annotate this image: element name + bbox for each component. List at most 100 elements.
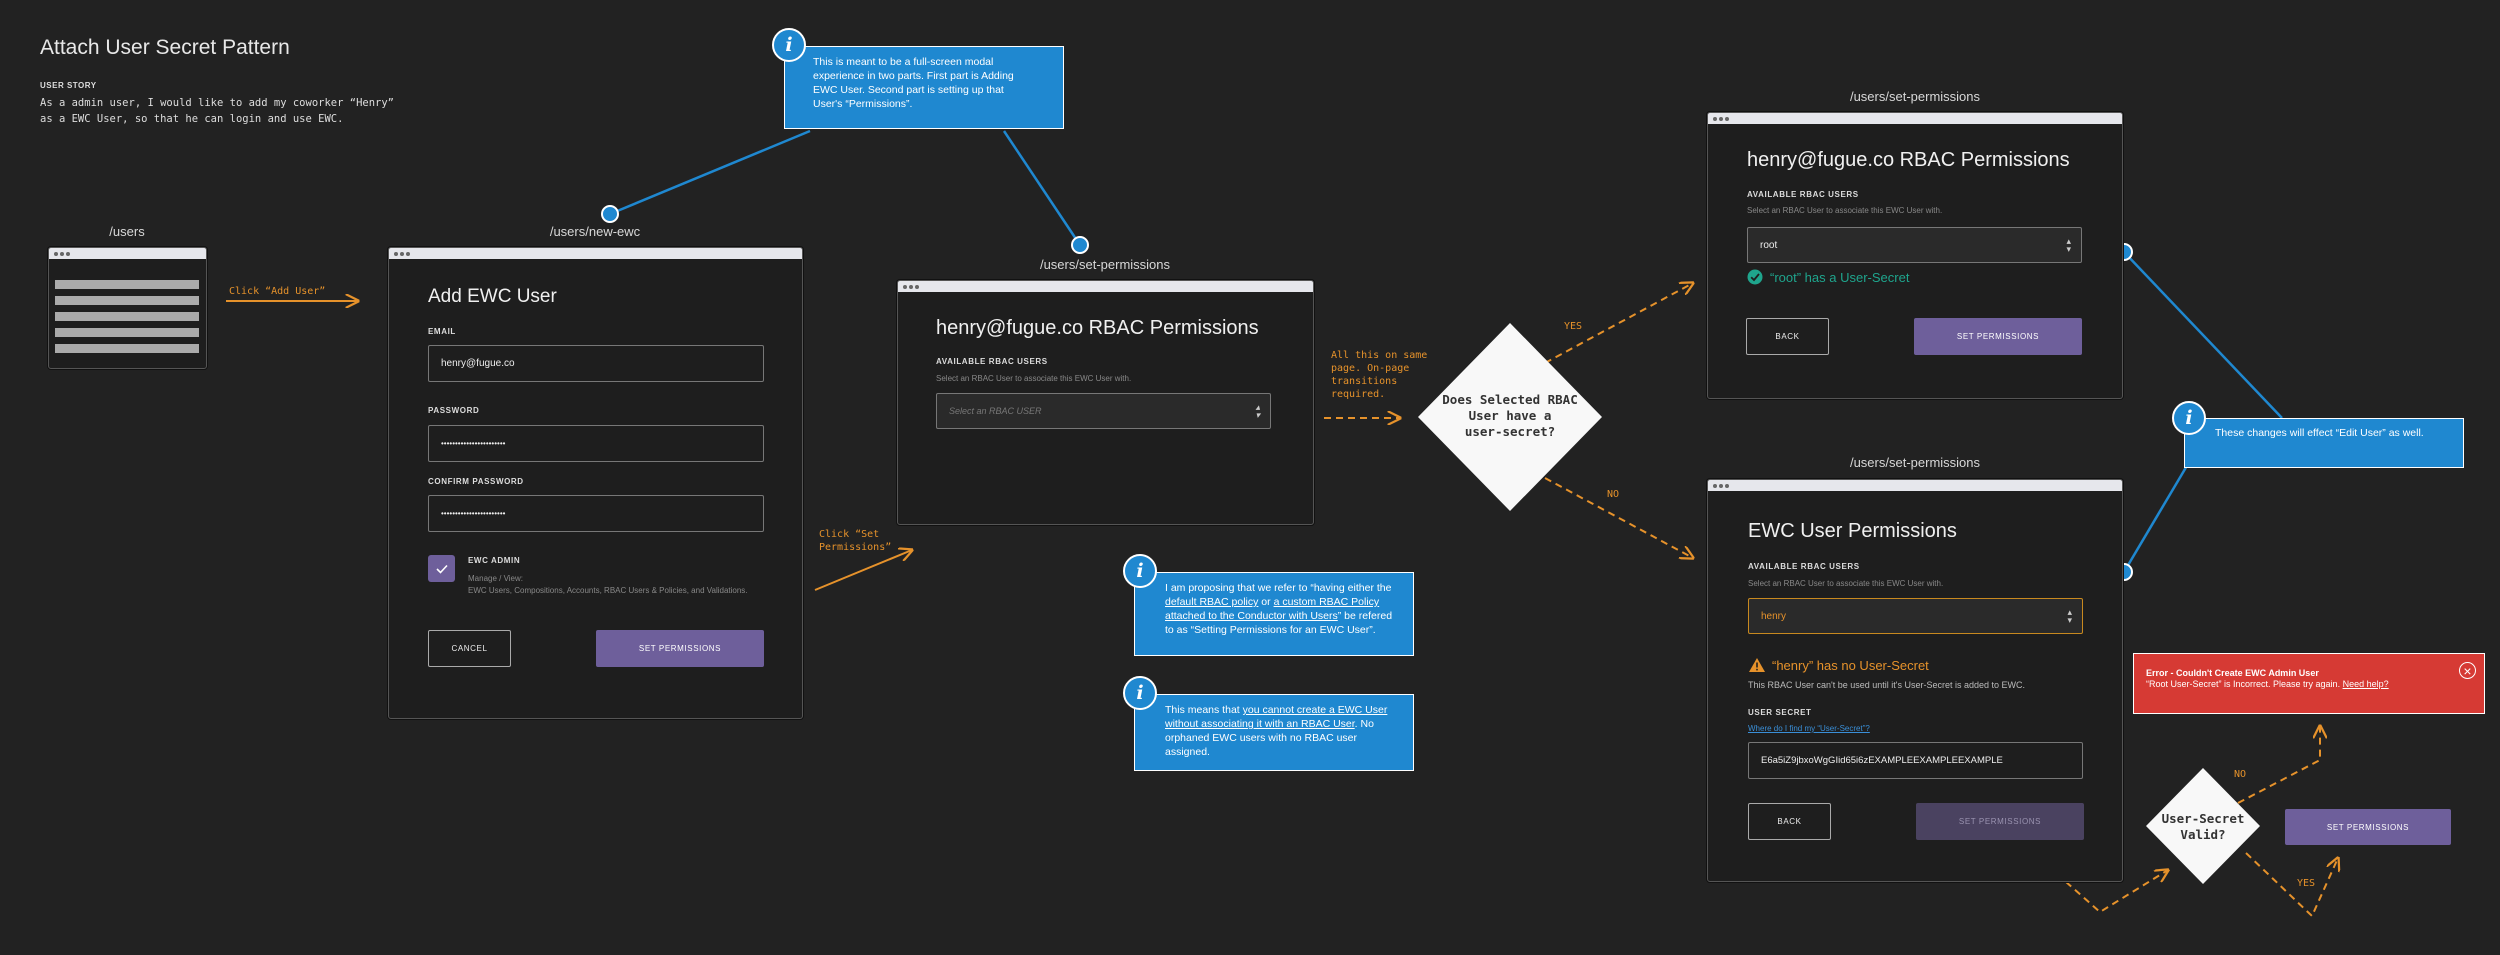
- note-mandatory-rbac: This means that you cannot create a EWC …: [1134, 694, 1414, 771]
- set-permissions-button[interactable]: SET PERMISSIONS: [1914, 318, 2082, 355]
- window-bar: [1708, 480, 2122, 491]
- label-click-set-permissions-1: Click “Set: [819, 529, 880, 540]
- final-set-permissions-button[interactable]: SET PERMISSIONS: [2285, 809, 2451, 845]
- note-line-top: [2123, 251, 2283, 419]
- decision-secret-valid: [2146, 768, 2260, 884]
- cancel-button[interactable]: CANCEL: [428, 630, 511, 667]
- arrow-to-valid: [2029, 849, 2168, 914]
- confirm-password-field[interactable]: •••••••••••••••••••••••: [428, 495, 764, 532]
- error-toast: Error - Couldn't Create EWC Admin User “…: [2133, 653, 2485, 714]
- email-field[interactable]: henry@fugue.co: [428, 345, 764, 382]
- secret-warning: “henry” has no User-Secret: [1748, 657, 1929, 673]
- label-yes-2: YES: [2297, 878, 2316, 889]
- arrow-no: [1544, 477, 1693, 558]
- set-permissions-screen-empty: henry@fugue.co RBAC Permissions AVAILABL…: [897, 280, 1314, 525]
- screen-title: Add EWC User: [428, 286, 557, 307]
- back-button[interactable]: BACK: [1748, 803, 1831, 840]
- note-text: or: [1258, 596, 1274, 608]
- success-message: “root” has a User-Secret: [1770, 269, 1910, 285]
- ewc-admin-sub: Manage / View:: [468, 574, 523, 583]
- label-click-set-permissions-2: Permissions”: [819, 542, 892, 553]
- note-line-left: [609, 129, 811, 216]
- screen-title: henry@fugue.co RBAC Permissions: [936, 317, 1259, 339]
- set-permissions-button-disabled[interactable]: SET PERMISSIONS: [1916, 803, 2084, 840]
- select-placeholder: Select an RBAC USER: [949, 406, 1042, 416]
- arrow-set-permissions: [814, 550, 912, 591]
- list-item: [55, 296, 199, 305]
- label-same-page-4: required.: [1331, 389, 1386, 400]
- check-circle-icon: [1747, 269, 1763, 285]
- user-list: [55, 280, 199, 360]
- select-value: root: [1760, 239, 1778, 251]
- warning-detail: This RBAC User can't be used until it's …: [1748, 680, 2026, 690]
- confirm-password-label: CONFIRM PASSWORD: [428, 477, 524, 486]
- user-story-text: As a admin user, I would like to add my …: [40, 97, 395, 125]
- decision1-text: Does Selected RBAC User have a user-secr…: [1430, 392, 1590, 440]
- decision1-line: Does Selected RBAC: [1442, 392, 1578, 407]
- set-permissions-button[interactable]: SET PERMISSIONS: [596, 630, 764, 667]
- note-link[interactable]: a custom RBAC Policy attached to the Con…: [1165, 596, 1380, 622]
- info-icon: i: [1123, 554, 1157, 588]
- warning-icon: [1749, 658, 1765, 672]
- error-message: “Root User-Secret” is Incorrect. Please …: [2146, 679, 2474, 689]
- arrow-valid-yes: [2245, 852, 2338, 918]
- list-item: [55, 344, 199, 353]
- note-edit-user: These changes will effect “Edit User” as…: [2184, 418, 2464, 468]
- anchor-dot: [1071, 236, 1089, 254]
- back-button[interactable]: BACK: [1746, 318, 1829, 355]
- decision2-line: User-Secret: [2161, 811, 2245, 826]
- info-icon: i: [2172, 401, 2206, 435]
- select-arrows-icon: ▴▾: [2066, 236, 2071, 254]
- checkmark-icon: [435, 564, 448, 574]
- select-arrows-icon: ▴▾: [2067, 607, 2072, 625]
- page-title: Attach User Secret Pattern: [40, 36, 290, 59]
- password-label: PASSWORD: [428, 406, 480, 415]
- decision-has-secret: [1418, 323, 1602, 511]
- set-permissions-screen-root: henry@fugue.co RBAC Permissions AVAILABL…: [1707, 112, 2123, 399]
- rbac-user-select[interactable]: henry ▴▾: [1748, 598, 2083, 634]
- password-field[interactable]: •••••••••••••••••••••••: [428, 425, 764, 462]
- email-label: EMAIL: [428, 327, 456, 336]
- secret-success: “root” has a User-Secret: [1747, 269, 1909, 285]
- user-story-label: USER STORY: [40, 81, 97, 90]
- info-icon: i: [772, 28, 806, 62]
- label-same-page-1: All this on same: [1331, 350, 1428, 361]
- label-same-page-3: transitions: [1331, 376, 1398, 387]
- window-bar: [49, 248, 206, 259]
- window-bar: [1708, 113, 2122, 124]
- rbac-users-help: Select an RBAC User to associate this EW…: [936, 374, 1132, 383]
- decision2-text: User-Secret Valid?: [2143, 811, 2263, 843]
- window-bar: [389, 248, 802, 259]
- anchor-dot: [601, 205, 619, 223]
- arrow-valid-no: [2237, 726, 2320, 804]
- list-item: [55, 312, 199, 321]
- decision1-line: User have a: [1468, 408, 1552, 423]
- note-text: This means that: [1165, 704, 1243, 716]
- decision1-line: user-secret?: [1464, 424, 1556, 439]
- note-text: I am proposing that we refer to “having …: [1165, 582, 1392, 594]
- select-value: henry: [1761, 610, 1787, 622]
- label-no: NO: [1607, 489, 1620, 500]
- ewc-admin-scope: EWC Users, Compositions, Accounts, RBAC …: [468, 586, 748, 595]
- warning-message: “henry” has no User-Secret: [1772, 657, 1929, 673]
- rbac-users-help: Select an RBAC User to associate this EW…: [1748, 579, 1944, 588]
- error-help-link[interactable]: Need help?: [2342, 679, 2389, 689]
- note-proposal: I am proposing that we refer to “having …: [1134, 572, 1414, 656]
- rbac-user-select[interactable]: root ▴▾: [1747, 227, 2082, 263]
- user-secret-help-link[interactable]: Where do I find my “User-Secret”?: [1748, 724, 1870, 733]
- decision2-line: Valid?: [2180, 827, 2226, 842]
- rbac-user-select[interactable]: Select an RBAC USER ▴▾: [936, 393, 1271, 429]
- note-link[interactable]: you cannot create a EWC User without ass…: [1165, 704, 1388, 730]
- close-icon[interactable]: ×: [2459, 662, 2476, 679]
- route-set-permissions-henry: /users/set-permissions: [1849, 455, 1981, 470]
- ewc-admin-checkbox[interactable]: [428, 555, 455, 582]
- user-secret-field[interactable]: E6a5iZ9jbxoWgGIid65i6zEXAMPLEEXAMPLEEXAM…: [1748, 742, 2083, 779]
- list-item: [55, 280, 199, 289]
- label-no-2: NO: [2234, 769, 2247, 780]
- note-link[interactable]: default RBAC policy: [1165, 596, 1259, 608]
- label-same-page-2: page. On-page: [1331, 363, 1410, 374]
- list-item: [55, 328, 199, 337]
- users-screen: [48, 247, 207, 369]
- rbac-users-label: AVAILABLE RBAC USERS: [1748, 562, 1860, 571]
